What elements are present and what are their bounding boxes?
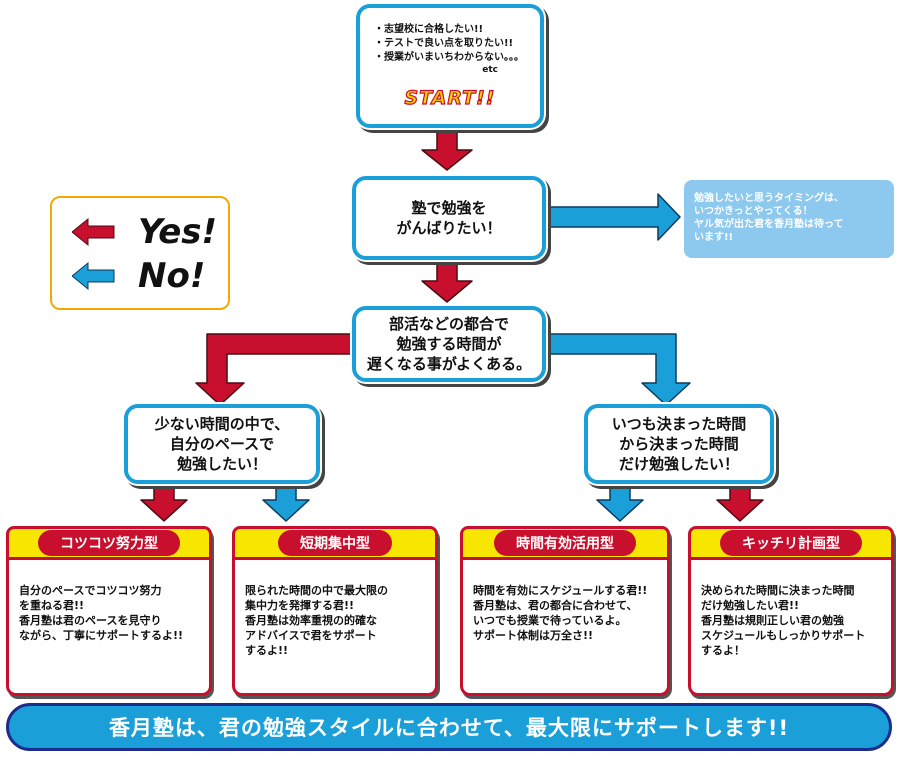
legend-no-label: No! — [138, 256, 206, 296]
start-etc: etc — [482, 65, 498, 75]
no-result-note: 勉強したいと思うタイミングは、 いつかきっとやってくる！ ヤル気が出た君を香月塾… — [684, 180, 894, 258]
type-line: 香月塾は君のペースを見守り — [19, 614, 162, 627]
type-description: 自分のペースでコツコツ努力 を重ねる君!! 香月塾は君のペースを見守り ながら、… — [19, 583, 201, 643]
type-line: サポート体制は万全さ!! — [473, 629, 594, 642]
type-line: 集中力を発揮する君!! — [245, 599, 355, 612]
question-1-box: 塾で勉強を がんばりたい！ — [352, 176, 546, 260]
type-card-header: コツコツ努力型 — [6, 526, 212, 560]
question-3a-line-1: 少ない時間の中で、 — [154, 415, 290, 433]
type-description: 時間を有効にスケジュールする君!! 香月塾は、君の都合に合わせて、 いつでも授業… — [473, 583, 659, 643]
type-line: 香月塾は、君の都合に合わせて、 — [473, 599, 638, 612]
question-3b-line-3: だけ勉強したい！ — [618, 455, 739, 473]
arrow-q3a-to-type1-yes — [140, 486, 188, 522]
arrow-q2-to-q3a-yes — [195, 333, 353, 406]
start-box: ・志望校に合格したい!! ・テストで良い点を取りたい!! ・授業がいまいちわから… — [356, 4, 544, 128]
legend-yes-label: Yes! — [138, 212, 218, 252]
note-line-2: いつかきっとやってくる！ — [694, 206, 813, 217]
legend-yes: Yes! — [72, 212, 217, 252]
type-line: するよ！ — [701, 644, 745, 657]
note-line-3: ヤル気が出た君を香月塾は待って — [694, 219, 844, 230]
question-3a-line-2: 自分のペースで — [169, 435, 275, 453]
footer-banner: 香月塾は、君の勉強スタイルに合わせて、最大限にサポートします!! — [6, 703, 892, 751]
type-description: 決められた時間に決まった時間 だけ勉強したい君!! 香月塾は規則正しい君の勉強 … — [701, 583, 883, 658]
question-3a-line-3: 勉強したい！ — [176, 455, 267, 473]
start-line-3: ・授業がいまいちわからない。。。 — [374, 52, 524, 63]
start-line-1: ・志望校に合格したい!! — [374, 24, 484, 35]
question-3b-box: いつも決まった時間 から決まった時間 だけ勉強したい！ — [584, 404, 774, 484]
type-description: 限られた時間の中で最大限の 集中力を発揮する君!! 香月塾は効率重視の的確な ア… — [245, 583, 427, 658]
type-line: 香月塾は効率重視の的確な — [245, 614, 377, 627]
question-3b-line-2: から決まった時間 — [619, 435, 739, 453]
type-card-header: 時間有効活用型 — [460, 526, 670, 560]
arrow-q3b-to-type4-yes — [716, 486, 764, 522]
type-line: 自分のペースでコツコツ努力 — [19, 584, 162, 597]
type-line: 香月塾は規則正しい君の勉強 — [701, 614, 844, 627]
type-line: するよ!! — [245, 644, 289, 657]
type-line: 決められた時間に決まった時間 — [701, 584, 855, 597]
question-1-line-1: 塾で勉強を — [411, 199, 487, 217]
red-arrow-left-icon — [72, 217, 115, 247]
yes-no-legend: Yes! No! — [50, 196, 230, 310]
type-line: ながら、丁寧にサポートするよ!! — [19, 629, 184, 642]
arrow-q1-to-q2-yes — [421, 261, 473, 303]
blue-arrow-left-icon — [72, 261, 115, 291]
type-title: キッチリ計画型 — [720, 530, 862, 556]
question-1-line-2: がんばりたい！ — [396, 219, 502, 237]
type-line: いつでも授業で待っているよ。 — [473, 614, 627, 627]
note-line-1: 勉強したいと思うタイミングは、 — [694, 193, 844, 204]
question-2-box: 部活などの都合で 勉強する時間が 遅くなる事がよくある。 — [352, 306, 546, 382]
arrow-q3a-to-type2-no — [262, 486, 310, 522]
question-2-line-3: 遅くなる事がよくある。 — [366, 355, 532, 373]
start-label: START!! — [404, 86, 496, 109]
type-title: 短期集中型 — [278, 530, 392, 556]
type-title: コツコツ努力型 — [38, 530, 180, 556]
type-title: 時間有効活用型 — [494, 530, 636, 556]
type-card-strict-planner: キッチリ計画型 決められた時間に決まった時間 だけ勉強したい君!! 香月塾は規則… — [688, 526, 894, 696]
type-line: スケジュールもしっかりサポート — [701, 629, 866, 642]
note-line-4: います!! — [694, 232, 734, 243]
type-card-steady-effort: コツコツ努力型 自分のペースでコツコツ努力 を重ねる君!! 香月塾は君のペースを… — [6, 526, 212, 696]
arrow-q1-no — [545, 193, 681, 241]
question-2-line-2: 勉強する時間が — [396, 335, 502, 353]
type-line: を重ねる君!! — [19, 599, 85, 612]
type-card-header: 短期集中型 — [232, 526, 438, 560]
arrow-q2-to-q3b-no — [545, 333, 691, 406]
arrow-start-to-q1 — [421, 129, 473, 171]
type-line: アドバイスで君をサポート — [245, 629, 377, 642]
question-3b-line-1: いつも決まった時間 — [611, 415, 747, 433]
start-line-2: ・テストで良い点を取りたい!! — [374, 38, 514, 49]
type-card-header: キッチリ計画型 — [688, 526, 894, 560]
question-3a-box: 少ない時間の中で、 自分のペースで 勉強したい！ — [124, 404, 320, 484]
type-card-time-efficient: 時間有効活用型 時間を有効にスケジュールする君!! 香月塾は、君の都合に合わせて… — [460, 526, 670, 696]
type-line: 時間を有効にスケジュールする君!! — [473, 584, 648, 597]
legend-no: No! — [72, 256, 205, 296]
type-line: 限られた時間の中で最大限の — [245, 584, 388, 597]
arrow-q3b-to-type3-no — [596, 486, 644, 522]
question-2-line-1: 部活などの都合で — [388, 315, 509, 333]
type-card-short-focus: 短期集中型 限られた時間の中で最大限の 集中力を発揮する君!! 香月塾は効率重視… — [232, 526, 438, 696]
type-line: だけ勉強したい君!! — [701, 599, 800, 612]
